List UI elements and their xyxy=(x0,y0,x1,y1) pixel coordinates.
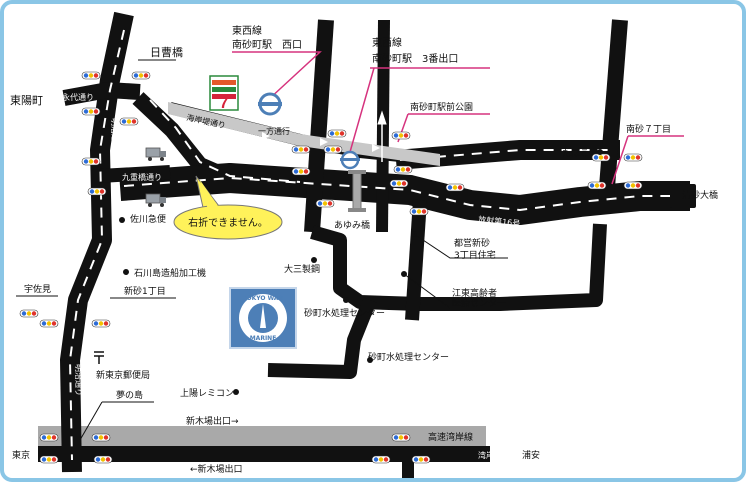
label-sagawa: 佐川急便 xyxy=(130,213,166,225)
label-tokyo: 東京 xyxy=(12,449,30,461)
label-shintokyo-post: 新東京郵便局 xyxy=(96,369,150,381)
label-ishikawajima: 石川島造船加工機 xyxy=(134,267,206,279)
seven-eleven-icon: 7 xyxy=(209,75,239,112)
label-toza-nishi-1: 東西線 xyxy=(232,24,262,37)
label-iryo-center: 医療センター xyxy=(452,297,506,309)
subway-icon-exit3 xyxy=(340,150,360,170)
label-meiji-dori-top: 明治通り xyxy=(110,118,120,150)
label-kosoku-wangan: 高速湾岸線 xyxy=(428,431,473,443)
label-usami: 宇佐見 xyxy=(24,283,51,295)
road-kokonoe xyxy=(99,165,171,183)
traffic-lights xyxy=(19,71,643,464)
label-ayumi-bashi: あゆみ橋 xyxy=(334,219,370,231)
label-shinsuna1: 新砂1丁目 xyxy=(124,285,166,297)
label-higashiyoucho: 東陽町 xyxy=(10,94,43,107)
label-kokonoe-dori: 九重橋通り xyxy=(122,172,162,182)
tokyo-wan-marine-logo: TOKYO WAN MARINE xyxy=(229,287,297,349)
label-minamisuna-park: 南砂町駅前公園 xyxy=(410,101,473,113)
label-koto-koureisha: 江東高齢者 xyxy=(452,287,497,299)
expressway-band xyxy=(38,426,486,446)
road-south-loop xyxy=(310,223,607,311)
label-toza-3-2: 南砂町駅 3番出口 xyxy=(372,52,458,65)
road-meiji-dori xyxy=(60,11,134,473)
road-south-branch xyxy=(267,297,377,379)
road-vert-station xyxy=(376,19,390,233)
label-leaders xyxy=(403,233,520,309)
label-yumenoshima: 夢の島 xyxy=(116,389,143,401)
label-sunamachi-water-2: 砂町水処理センター xyxy=(368,351,449,363)
ayumi-bridge-marker xyxy=(352,171,362,211)
no-right-turn-callout: 右折できません。 xyxy=(173,175,283,240)
label-toza-3-1: 東西線 xyxy=(372,36,402,49)
arrow-north xyxy=(377,110,387,162)
no-right-turn-text: 右折できません。 xyxy=(188,216,268,229)
label-nissobashi: 日曹橋 xyxy=(150,45,183,59)
label-jouyou-remicon: 上陽レミコン xyxy=(180,388,234,399)
truck-icon-1 xyxy=(145,147,166,161)
truck-icon-2 xyxy=(145,193,166,207)
logo-text-top: TOKYO WAN xyxy=(242,295,283,302)
road-eitai-dori xyxy=(62,82,141,106)
station-leaders xyxy=(232,51,684,185)
label-sunamachi-water-1: 砂町水処理センター xyxy=(304,307,385,319)
label-santome-jutaku: 3丁目住宅 xyxy=(454,249,496,261)
label-seisuna-ohashi: 清砂大橋 xyxy=(682,189,718,201)
road-inner-vert xyxy=(405,199,427,321)
label-meiji-dori-bottom: 明治通り xyxy=(74,364,84,396)
road-vert-right xyxy=(598,19,628,201)
label-urayasu: 浦安 xyxy=(522,449,540,461)
label-minamisuna7: 南砂７丁目 xyxy=(626,123,671,135)
label-hoshadai16: 放射第16号 xyxy=(478,214,521,228)
label-daisan-seiko: 大三製鋼 xyxy=(284,263,320,275)
label-toei-shinsuna: 都営新砂 xyxy=(454,237,490,249)
subway-icon-west xyxy=(258,92,282,116)
svg-text:7: 7 xyxy=(220,95,229,112)
label-tabako: たばこ xyxy=(562,148,589,159)
post-office-icon xyxy=(94,351,104,364)
roads xyxy=(38,11,690,478)
logo-text-bottom: MARINE xyxy=(250,335,277,342)
bridge-end xyxy=(670,184,696,208)
label-toza-nishi-2: 南砂町駅 西口 xyxy=(232,38,302,51)
one-way-arrows xyxy=(262,132,380,152)
label-shinkiba-exit-right: 新木場出口→ xyxy=(186,415,239,427)
label-shinkiba-exit-left: ←新木場出口 xyxy=(190,463,243,475)
road-vert-west xyxy=(304,19,334,233)
label-wangan-doro: 湾岸道路 xyxy=(478,450,510,460)
label-eitai-dori: 永代通り xyxy=(62,92,94,102)
label-one-way: 一方通行 xyxy=(258,126,290,136)
